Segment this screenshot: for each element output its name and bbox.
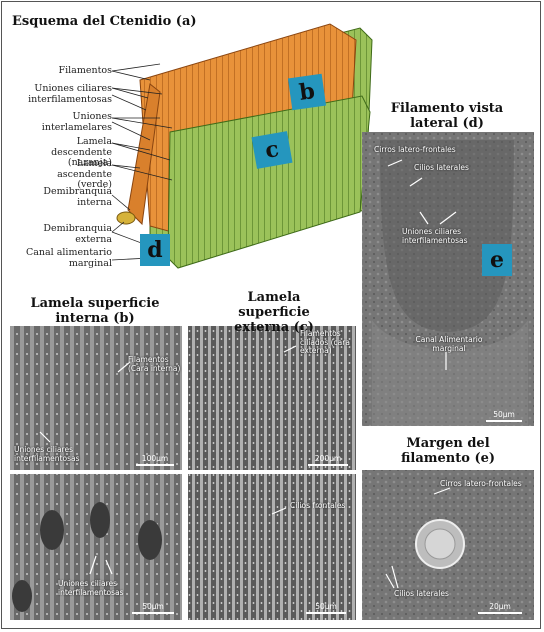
label-filamentos: Filamentos — [58, 65, 113, 76]
heading-externa: Lamela superficie externa (c) — [234, 290, 314, 335]
margen-scale: 20µm — [489, 602, 511, 611]
interna-bottom-uniones-label: Uniones ciliares interfilamentosas — [58, 579, 124, 597]
label-demibranquia-interna: Demibranquia interna — [43, 186, 112, 208]
heading-interna: Lamela superficie interna (b) — [30, 296, 160, 326]
lateral-uniones-label: Uniones ciliares interfilamentosas — [402, 227, 468, 245]
lateral-canal-label: Canal Alimentario marginal — [415, 335, 483, 353]
externa-bottom-scale: 50µm — [315, 602, 337, 611]
label-uniones-ciliares: Uniones ciliares interfilamentosas — [28, 83, 112, 105]
externa-bottom-scalebar — [306, 612, 346, 614]
tag-b: b — [287, 73, 327, 111]
interna-top-scalebar — [136, 464, 174, 466]
interna-top-uniones-label: Uniones ciliares interfilamentosas — [14, 445, 80, 463]
heading-margen: Margen del filamento (e) — [400, 436, 496, 466]
heading-lateral: Filamento vista lateral (d) — [390, 101, 504, 131]
schematic-title: Esquema del Ctenidio (a) — [12, 14, 197, 29]
margen-cilios-label: Cilios laterales — [394, 589, 449, 598]
label-uniones-interlamelares: Uniones interlamelares — [41, 111, 112, 133]
label-lamela-descendente: Lamela descendente (naranja) — [51, 136, 112, 168]
lateral-scale: 50µm — [493, 410, 515, 419]
lateral-cirros-label: Cirros latero-frontales — [374, 145, 456, 154]
tag-c: c — [251, 131, 293, 169]
lateral-cilios-label: Cilios laterales — [414, 163, 469, 172]
tag-e: e — [482, 244, 512, 276]
interna-bottom-scale: 50µm — [142, 602, 164, 611]
margen-cirros-label: Cirros latero-frontales — [440, 479, 522, 488]
margen-scalebar — [478, 612, 522, 614]
tag-d: d — [140, 234, 170, 266]
label-lamela-ascendente: Lamela ascendente (verde) — [57, 158, 112, 190]
externa-bottom-cilios-label: Cilios frontales — [290, 501, 346, 510]
label-canal-alimentario: Canal alimentario marginal — [25, 247, 112, 269]
externa-top-filamentos-label: Filamentos ciliados (cara externa) — [300, 329, 350, 355]
externa-top-scale: 200µm — [314, 454, 342, 463]
externa-top-scalebar — [308, 464, 348, 466]
lateral-scalebar — [486, 420, 522, 422]
interna-top-scale: 100µm — [141, 454, 169, 463]
interna-top-filamentos-label: Filamentos (Cara interna) — [128, 355, 181, 373]
label-demibranquia-externa: Demibranquia externa — [43, 223, 112, 245]
interna-bottom-scalebar — [132, 612, 174, 614]
